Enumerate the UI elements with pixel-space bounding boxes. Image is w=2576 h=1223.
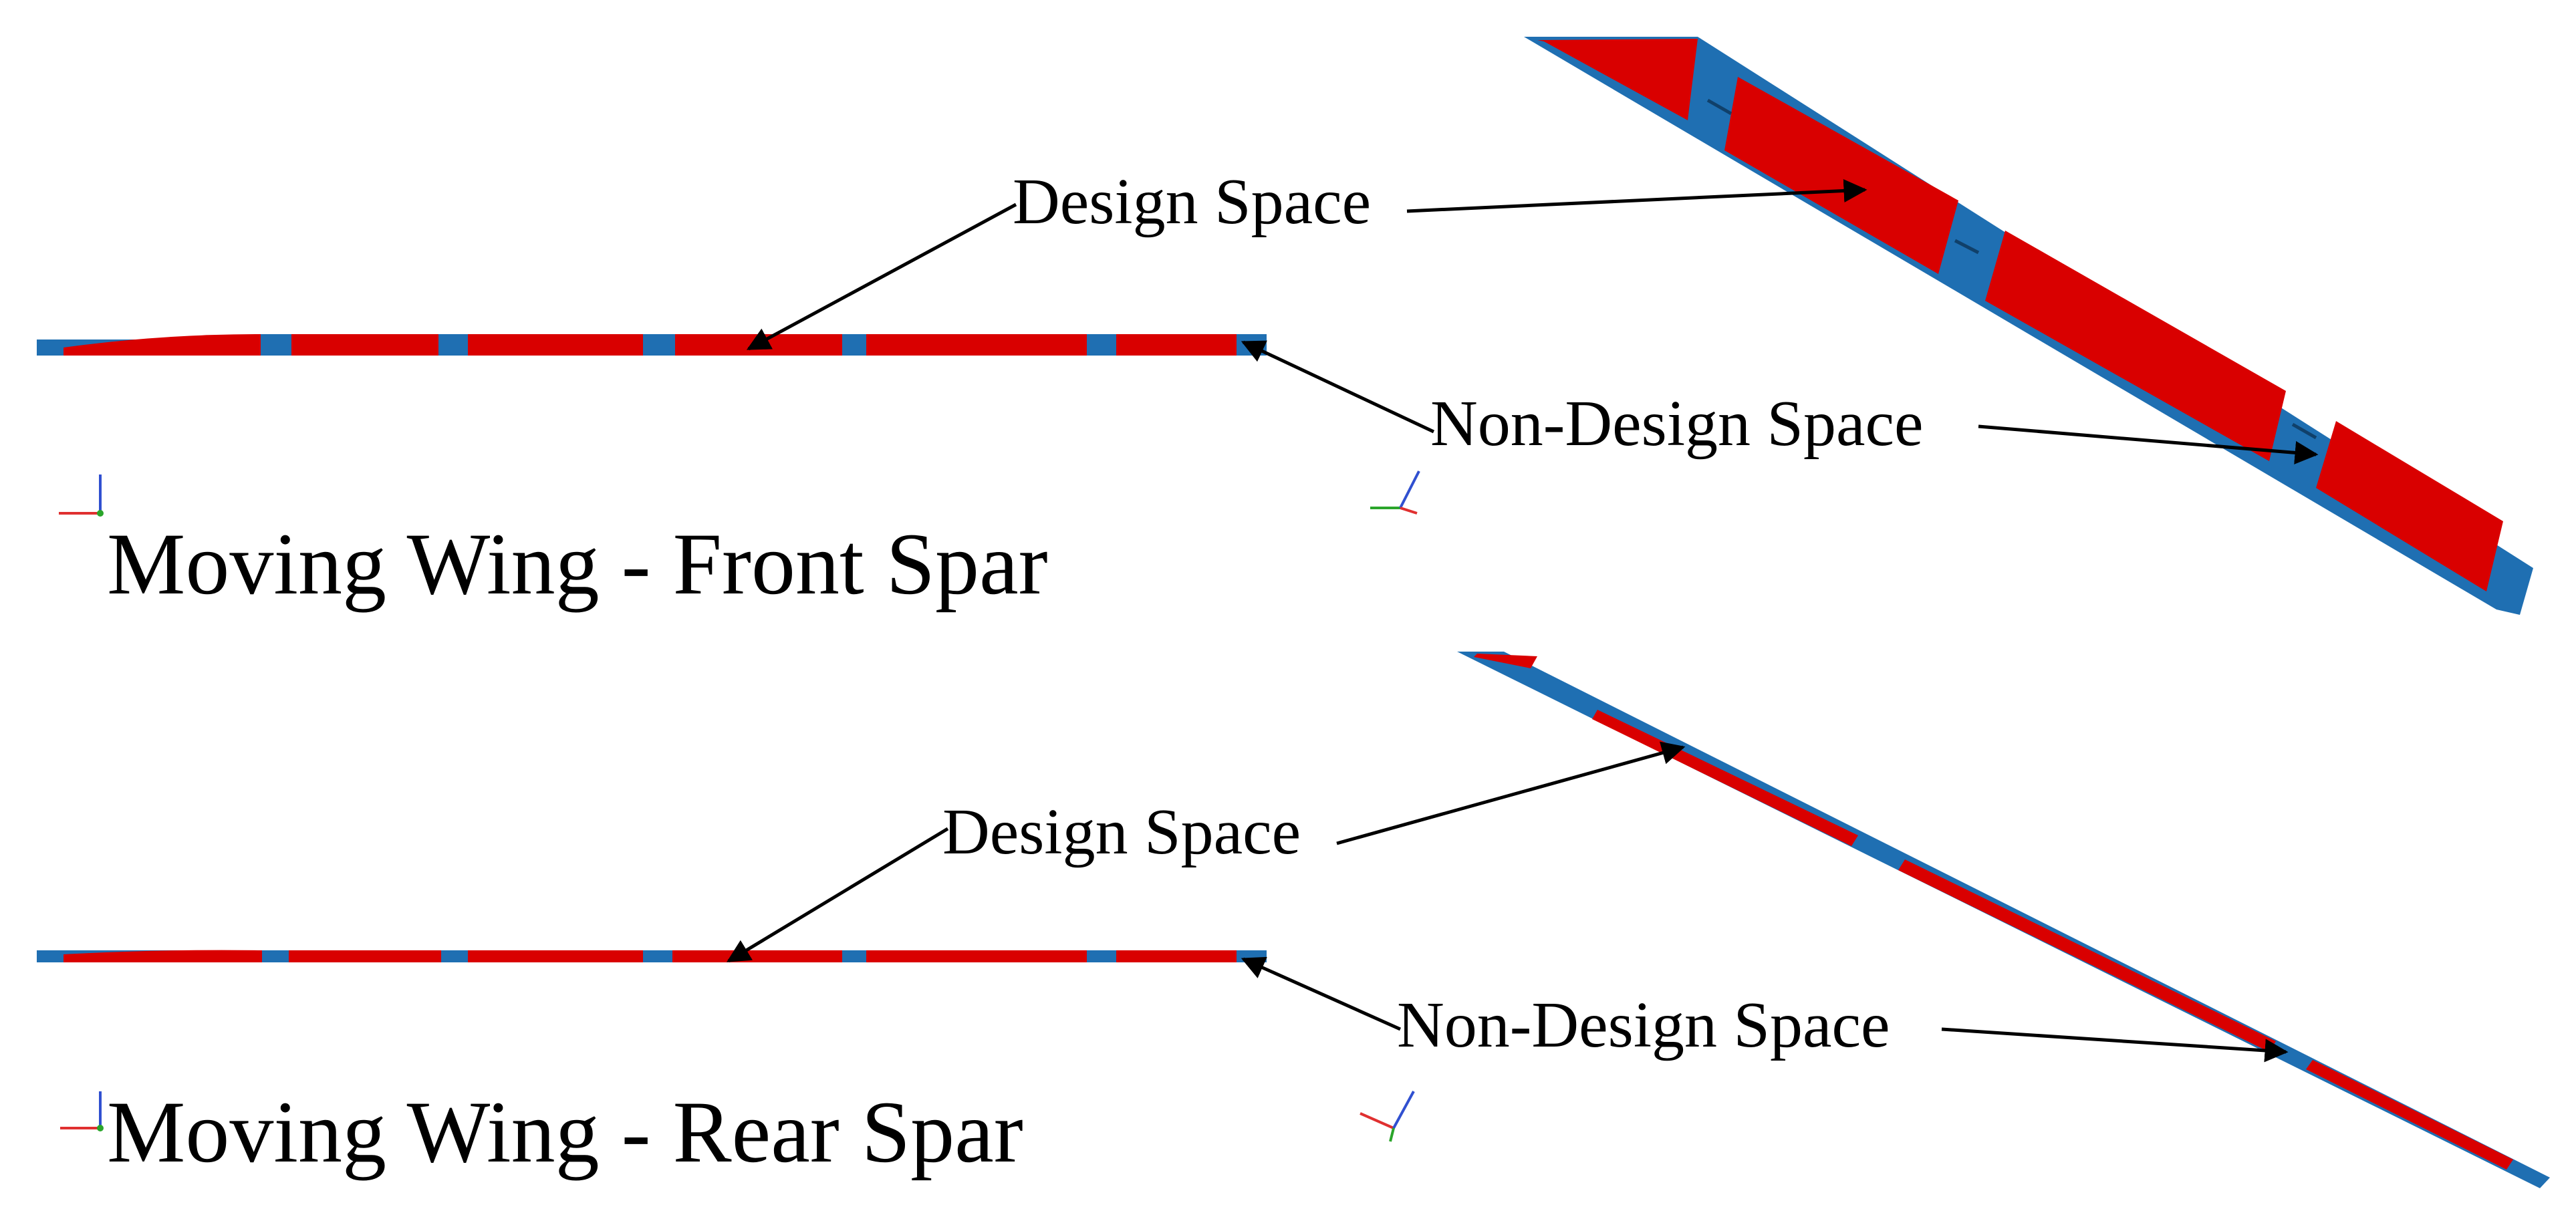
nondesign-rib-block [643,334,675,356]
nondesign-space-label: Non-Design Space [1397,989,1890,1061]
design-segment [291,334,438,356]
design-segment [1474,654,1537,668]
rib-marker [2291,422,2317,440]
design-space-label: Design Space [942,796,1301,868]
design-segment [289,950,441,962]
design-segment [866,334,1087,356]
design-segment [468,334,643,356]
rear-spar-iso-view [1457,652,2550,1188]
axis-triad-icon [59,474,104,517]
design-segment [866,950,1087,962]
front-spar-side-view [37,334,1267,356]
axis-triad-icon [1360,1091,1415,1142]
design-segment [63,334,261,356]
arrow-nondesign-to-side [1241,340,1435,434]
arrow-design-to-iso [1336,741,1686,845]
arrow-nondesign-to-iso [1941,1027,2289,1063]
spar-base-nondesign [1524,37,2533,615]
nondesign-rib-block [261,334,291,356]
arrow-design-to-side [727,827,949,963]
design-segment [1898,859,2276,1052]
axis-triad-icon [60,1091,104,1131]
arrow-nondesign-to-side [1241,956,1402,1031]
panel-title: Moving Wing - Rear Spar [107,1083,1023,1181]
design-segment [672,950,842,962]
rear-spar-panel: Design Space Non-Design Space Moving Win… [37,652,2550,1188]
design-segment [63,950,262,962]
design-segment [2306,1060,2513,1170]
front-spar-iso-view [1524,37,2533,615]
arrow-design-to-side [746,202,1017,351]
front-spar-panel: Design Space Non-Design Space Moving Win… [37,37,2533,615]
rib-marker [1706,98,1732,116]
nondesign-space-label: Non-Design Space [1430,388,1924,460]
panel-title: Moving Wing - Front Spar [107,515,1048,613]
design-segment [1985,231,2286,461]
nondesign-rib-block [1087,334,1116,356]
design-space-label: Design Space [1013,166,1371,238]
design-segment [1724,77,1958,274]
design-segment [1116,334,1237,356]
arrow-nondesign-to-iso [1978,424,2319,464]
design-segment [2316,421,2503,591]
design-segment [1592,710,1858,846]
nondesign-rib-block [842,334,866,356]
arrow-design-to-iso [1406,178,1867,213]
rear-spar-side-view [37,950,1267,962]
design-segment [1537,39,1698,120]
rib-marker [1954,239,1980,255]
axis-triad-icon [1370,470,1420,515]
nondesign-rib-block [438,334,468,356]
design-segment [1116,950,1237,962]
design-segment [468,950,643,962]
